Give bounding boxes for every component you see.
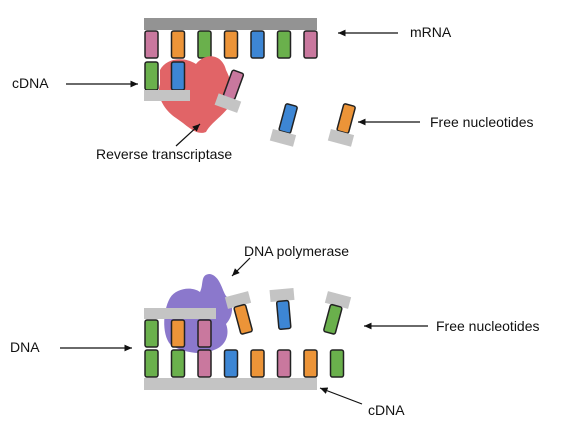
mrna-backbone [144, 18, 317, 30]
nucleotide-orange [223, 30, 239, 59]
incoming-nucleotide [224, 291, 253, 335]
nucleotide-green [197, 30, 212, 59]
cdna-template-backbone [144, 378, 317, 390]
reverse-transcriptase-label: Reverse transcriptase [96, 146, 233, 162]
nucleotide-pink [303, 30, 318, 59]
nucleotide-blue [250, 30, 265, 59]
new-strand-backbone [144, 308, 216, 319]
nucleotide-green [144, 319, 159, 348]
panel-reverse-transcription [66, 18, 420, 147]
nucleotide-green [329, 349, 345, 378]
nucleotide-pink [197, 319, 212, 348]
dna-label: DNA [10, 339, 40, 355]
nucleotide-blue [223, 349, 239, 378]
mrna-bases [144, 30, 318, 59]
dna-polymerase-arrow [231, 257, 251, 277]
cdna-label-1: cDNA [12, 75, 49, 91]
cdna-bases [144, 349, 345, 378]
cdna-backbone [144, 90, 190, 101]
new-strand-bases [144, 319, 212, 348]
free-nucleotide [269, 287, 295, 330]
nucleotide-orange [170, 319, 186, 348]
incoming-nucleotide [214, 69, 245, 113]
nucleotide-green [144, 349, 159, 378]
panel-second-strand-synthesis [60, 257, 428, 405]
nucleotide-green [170, 349, 186, 378]
nucleotide-orange [250, 349, 265, 378]
dna-polymerase-label: DNA polymerase [244, 243, 350, 259]
free-nucleotide [323, 291, 352, 335]
nucleotide-green [276, 30, 292, 59]
free-nucleotide [327, 103, 356, 147]
nucleotide-orange [170, 30, 186, 59]
cdna-label-2: cDNA [368, 402, 405, 418]
nucleotide-pink [276, 349, 292, 378]
nucleotide-blue [170, 61, 186, 91]
free-nucleotides-label-1: Free nucleotides [430, 114, 534, 130]
free-nucleotides-label-2: Free nucleotides [436, 318, 540, 334]
reverse-transcriptase-arrow [175, 123, 201, 147]
nucleotide-green [144, 61, 159, 91]
nucleotide-orange [303, 349, 318, 378]
nucleotide-pink [197, 349, 212, 378]
cdna-arrow-2 [319, 387, 363, 405]
mrna-label: mRNA [410, 24, 452, 40]
free-nucleotide [269, 103, 298, 147]
nucleotide-pink [144, 30, 159, 59]
